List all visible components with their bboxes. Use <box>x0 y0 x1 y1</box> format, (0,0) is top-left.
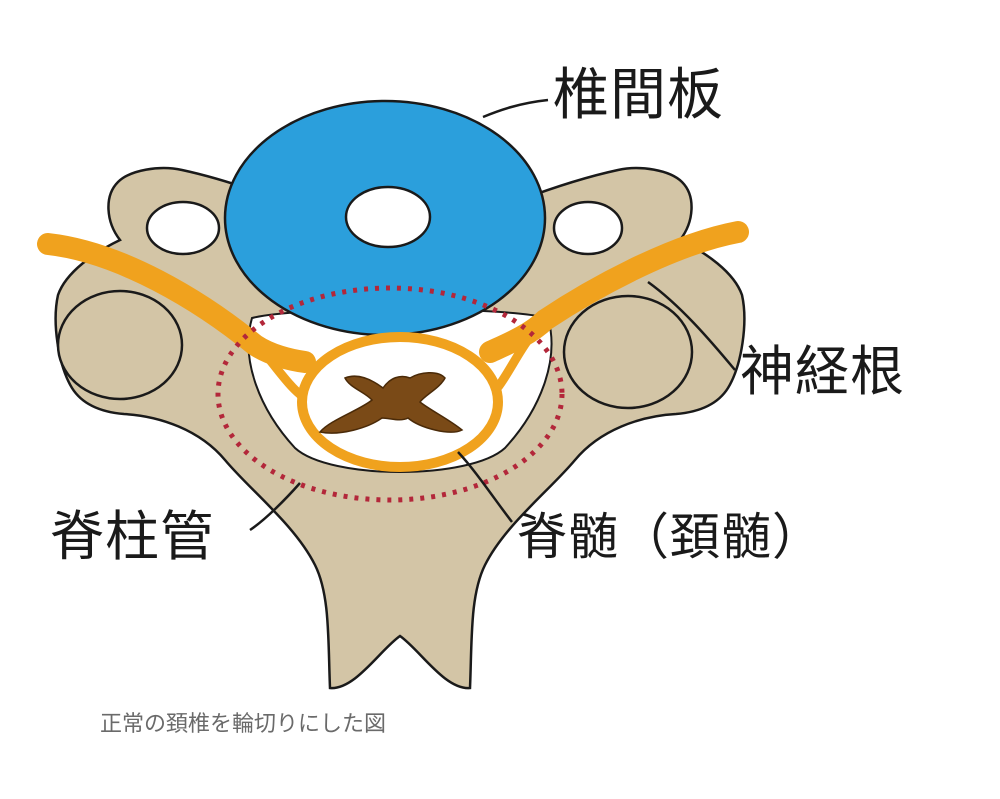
spinal-canal-outline <box>215 285 565 503</box>
label-intervertebral-disc: 椎間板 <box>553 63 724 128</box>
label-spinal-canal: 脊柱管 <box>50 505 215 568</box>
articular-process-right <box>562 294 694 410</box>
diagram-caption: 正常の頚椎を輪切りにした図 <box>100 712 387 737</box>
leader-line-disc <box>482 98 549 119</box>
transverse-foramen-left <box>145 200 221 256</box>
articular-process-left <box>56 289 184 401</box>
disc-center-hole <box>344 185 432 249</box>
leader-line-cord <box>457 451 513 523</box>
label-spinal-cord: 脊髄（頚髄） <box>517 508 823 566</box>
nerve-root-left <box>37 233 316 373</box>
transverse-foramen-right <box>552 200 624 256</box>
leader-line-nerve-root <box>647 280 736 371</box>
label-nerve-root: 神経根 <box>740 340 905 403</box>
spinal-cord-gray-matter <box>318 372 464 434</box>
nerve-root-right <box>479 221 749 363</box>
leader-line-canal <box>249 482 301 532</box>
